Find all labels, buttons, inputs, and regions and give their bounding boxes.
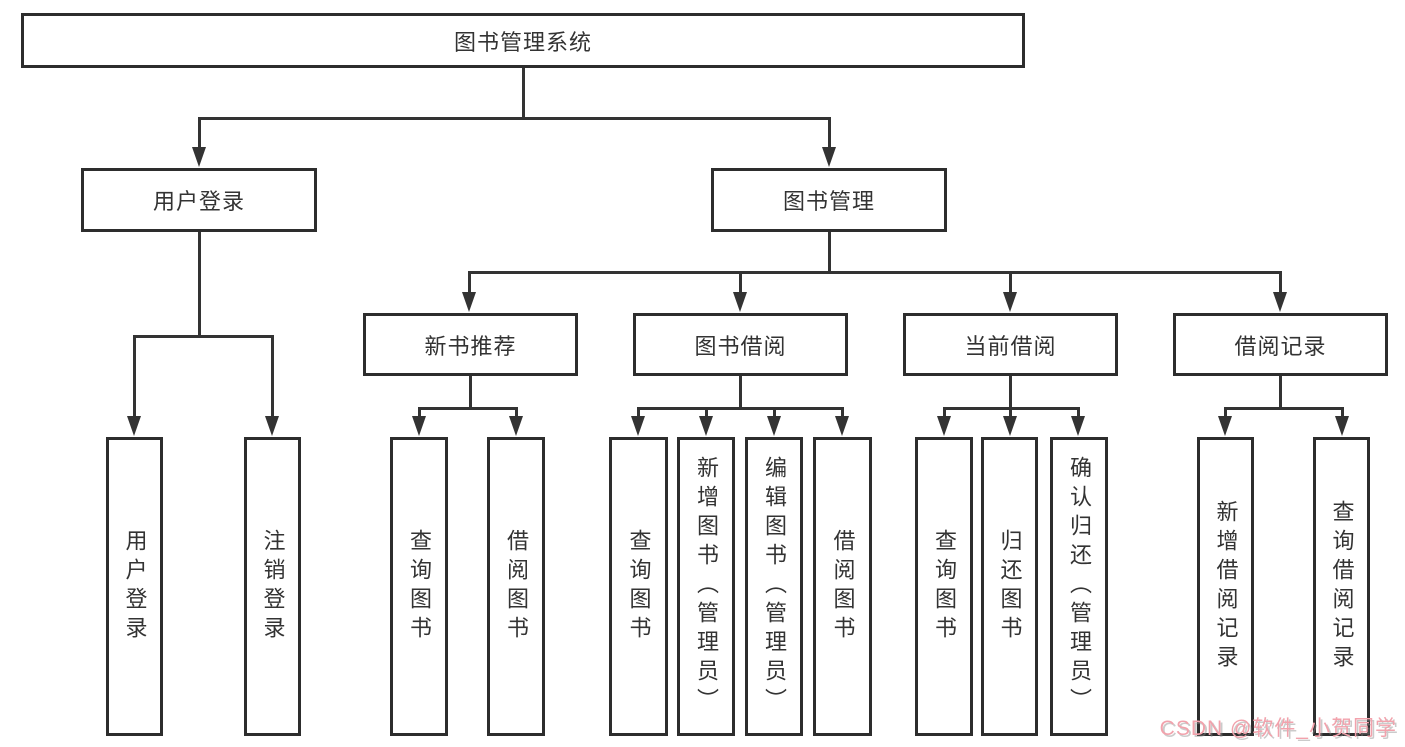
arrow-shaft: [1278, 272, 1282, 294]
connector-line: [418, 406, 518, 410]
node-book-borrow: 图书借阅: [633, 313, 848, 376]
connector-line: [1008, 376, 1012, 409]
connector-line: [521, 68, 525, 119]
node-borrow-book-1: 借阅图书: [487, 437, 545, 736]
node-borrow-book-2-label: 借阅图书: [830, 528, 856, 645]
connector-line: [1224, 406, 1344, 410]
connector-line: [133, 334, 274, 338]
node-borrow-records-label: 借阅记录: [1234, 333, 1327, 359]
node-new-book-rec-label: 新书推荐: [424, 333, 517, 359]
node-query-book-3-label: 查询图书: [932, 528, 957, 645]
node-confirm-return-label: 确认归还（管理员）: [1067, 456, 1092, 717]
arrow-shaft: [1008, 408, 1012, 418]
connector-line: [197, 232, 201, 337]
arrow-shaft: [772, 408, 776, 418]
arrow-head-icon: [1218, 416, 1232, 436]
arrow-head-icon: [192, 147, 206, 167]
node-new-book-rec: 新书推荐: [363, 313, 578, 376]
node-root: 图书管理系统: [21, 13, 1025, 68]
connector-line: [468, 270, 1282, 274]
arrow-shaft: [270, 336, 274, 418]
connector-line: [198, 116, 831, 120]
arrow-head-icon: [937, 416, 951, 436]
node-confirm-return: 确认归还（管理员）: [1050, 437, 1108, 736]
node-user-login: 用户登录: [81, 168, 317, 232]
connector-line: [827, 232, 831, 273]
arrow-shaft: [827, 118, 831, 149]
node-edit-book: 编辑图书（管理员）: [745, 437, 803, 736]
connector-line: [738, 376, 742, 409]
node-current-borrow: 当前借阅: [903, 313, 1118, 376]
node-logout-label: 注销登录: [260, 528, 286, 645]
node-root-label: 图书管理系统: [453, 29, 592, 55]
arrow-shaft: [514, 408, 518, 418]
connector-line: [943, 406, 1080, 410]
connector-line: [1278, 376, 1282, 409]
arrow-head-icon: [1071, 416, 1085, 436]
node-add-book: 新增图书（管理员）: [677, 437, 735, 736]
node-borrow-book-2: 借阅图书: [813, 437, 872, 736]
node-add-book-label: 新增图书（管理员）: [694, 456, 719, 717]
arrow-head-icon: [462, 292, 476, 312]
node-query-book-2-label: 查询图书: [626, 528, 652, 645]
csdn-watermark: CSDN @软件_小贺同学: [1159, 717, 1397, 740]
node-query-book-1: 查询图书: [390, 437, 448, 736]
arrow-shaft: [1076, 408, 1080, 418]
node-current-borrow-label: 当前借阅: [964, 333, 1057, 359]
arrow-head-icon: [733, 292, 747, 312]
arrow-head-icon: [265, 416, 279, 436]
arrow-head-icon: [835, 416, 849, 436]
node-book-mgmt-label: 图书管理: [782, 189, 875, 214]
arrow-head-icon: [1273, 292, 1287, 312]
arrow-head-icon: [767, 416, 781, 436]
arrow-shaft: [942, 408, 946, 418]
node-book-borrow-label: 图书借阅: [694, 333, 787, 359]
arrow-head-icon: [127, 416, 141, 436]
arrow-head-icon: [509, 416, 523, 436]
arrow-head-icon: [1003, 416, 1017, 436]
node-logout: 注销登录: [244, 437, 301, 736]
node-user-login-label: 用户登录: [152, 189, 245, 214]
arrow-shaft: [636, 408, 640, 418]
arrow-shaft: [197, 118, 201, 149]
arrow-shaft: [840, 408, 844, 418]
connector-line: [468, 376, 472, 409]
node-borrow-book-1-label: 借阅图书: [504, 528, 529, 645]
arrow-head-icon: [412, 416, 426, 436]
node-query-record: 查询借阅记录: [1313, 437, 1370, 736]
arrow-shaft: [704, 408, 708, 418]
node-return-book: 归还图书: [981, 437, 1038, 736]
arrow-shaft: [417, 408, 421, 418]
node-query-record-label: 查询借阅记录: [1329, 499, 1355, 674]
arrow-shaft: [132, 336, 136, 418]
arrow-shaft: [1223, 408, 1227, 418]
node-login: 用户登录: [106, 437, 163, 736]
arrow-shaft: [1340, 408, 1344, 418]
arrow-head-icon: [1003, 292, 1017, 312]
node-add-record: 新增借阅记录: [1197, 437, 1254, 736]
node-edit-book-label: 编辑图书（管理员）: [762, 456, 787, 717]
node-borrow-records: 借阅记录: [1173, 313, 1388, 376]
node-query-book-1-label: 查询图书: [407, 528, 432, 645]
arrow-head-icon: [699, 416, 713, 436]
arrow-shaft: [1008, 272, 1012, 294]
node-query-book-2: 查询图书: [609, 437, 668, 736]
connector-line: [637, 406, 844, 410]
arrow-head-icon: [822, 147, 836, 167]
arrow-shaft: [467, 272, 471, 294]
node-add-record-label: 新增借阅记录: [1213, 499, 1239, 674]
arrow-shaft: [738, 272, 742, 294]
arrow-head-icon: [1335, 416, 1349, 436]
node-return-book-label: 归还图书: [997, 528, 1023, 645]
node-login-label: 用户登录: [122, 528, 148, 645]
arrow-head-icon: [631, 416, 645, 436]
node-book-mgmt: 图书管理: [711, 168, 947, 232]
node-query-book-3: 查询图书: [915, 437, 973, 736]
